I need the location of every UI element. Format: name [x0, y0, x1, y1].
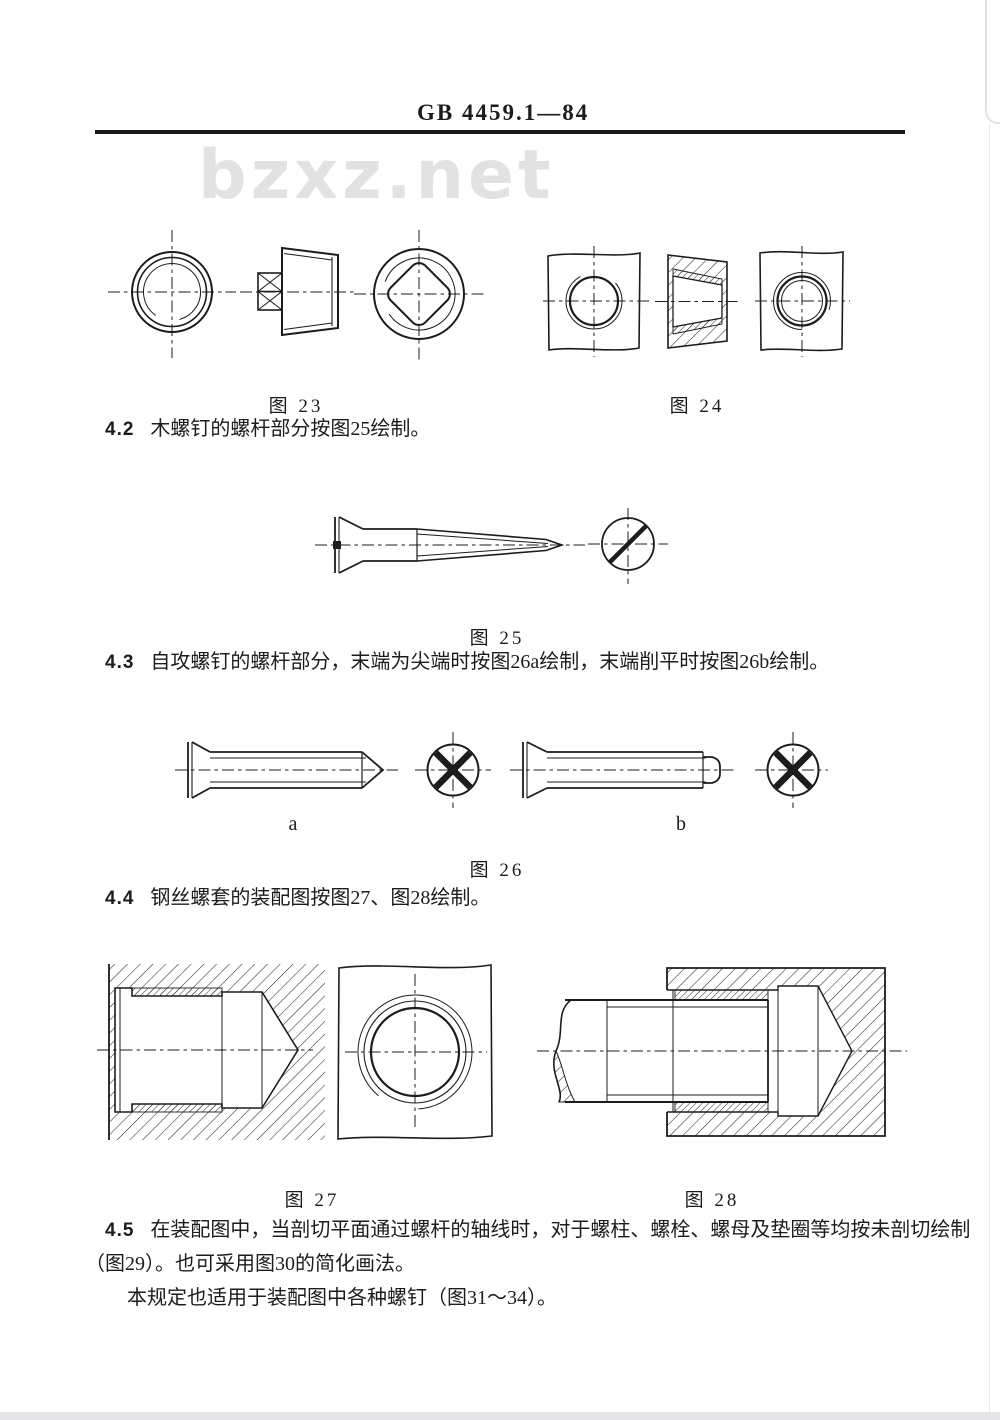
watermark-text: bzxz.net: [198, 136, 555, 215]
fig25-side-view: [315, 516, 585, 574]
section-4-5-line2: （图29）。也可采用图30的简化画法。: [85, 1250, 415, 1278]
header-rule: [95, 130, 905, 134]
figure-26-drawing: [175, 732, 828, 808]
figure-23-caption: 图 23: [268, 396, 324, 417]
page-edge-corner: [985, 0, 1000, 124]
fig28-block: [666, 967, 886, 1137]
viewer-bottom-strip: [0, 1412, 1000, 1420]
figure-24-caption: 图 24: [669, 396, 725, 417]
section-4-3-text: 自攻螺钉的螺杆部分，末端为尖端时按图26a绘制，末端削平时按图26b绘制。: [150, 651, 830, 673]
fig26b-end-view: [755, 732, 828, 808]
fig24-section-view: [655, 254, 740, 349]
figure-25-drawing: [315, 508, 668, 584]
section-4-2: 4.2 木螺钉的螺杆部分按图25绘制。: [105, 415, 430, 444]
section-4-5-text3: 本规定也适用于装配图中各种螺钉（图31～34）。: [127, 1287, 557, 1309]
fig26b-side-view: [510, 741, 735, 799]
page-edge-line: [989, 124, 990, 1412]
figure-24-drawing: [543, 246, 850, 357]
figure-26a-label: a: [288, 813, 298, 835]
section-4-3: 4.3 自攻螺钉的螺杆部分，末端为尖端时按图26a绘制，末端削平时按图26b绘制。: [105, 648, 829, 677]
fig26a-end-view: [415, 732, 491, 808]
figure-23-drawing: [108, 230, 486, 360]
figure-28-drawing: [537, 967, 907, 1137]
figure-28-caption: 图 28: [684, 1190, 740, 1211]
section-4-2-number: 4.2: [105, 419, 135, 440]
section-4-4-text: 钢丝螺套的装配图按图27、图28绘制。: [150, 887, 491, 909]
fig24-right-view: [755, 246, 850, 357]
standard-number: GB 4459.1—84: [417, 100, 590, 125]
section-4-5-line3: 本规定也适用于装配图中各种螺钉（图31～34）。: [127, 1284, 557, 1312]
fig25-end-view: [588, 508, 668, 584]
fig23-back-view: [354, 230, 486, 360]
fig28-stud: [537, 999, 907, 1103]
figure-27-caption: 图 27: [284, 1190, 340, 1211]
section-4-4-number: 4.4: [105, 888, 135, 909]
slot-line: [608, 524, 648, 564]
fig27-front-view: [337, 964, 493, 1140]
fig23-front-view: [108, 230, 236, 358]
section-4-5-line1: 4.5 在装配图中，当剖切平面通过螺杆的轴线时，对于螺柱、螺栓、螺母及垫圈等均按未…: [105, 1216, 970, 1245]
section-4-2-text: 木螺钉的螺杆部分按图25绘制。: [150, 418, 431, 440]
fig23-side-view: [240, 246, 356, 337]
figure-26-caption: 图 26: [469, 860, 525, 881]
fig27-section-view: [97, 964, 325, 1140]
figure-27-drawing: [97, 964, 493, 1140]
fig26a-side-view: [175, 741, 398, 799]
section-4-5-number: 4.5: [105, 1220, 135, 1241]
figure-25-caption: 图 25: [469, 628, 525, 649]
section-4-5-text2: （图29）。也可采用图30的简化画法。: [85, 1253, 415, 1275]
section-4-3-number: 4.3: [105, 652, 135, 673]
fig24-left-view: [543, 246, 653, 357]
figure-26b-label: b: [676, 813, 686, 835]
section-4-5-text1: 在装配图中，当剖切平面通过螺杆的轴线时，对于螺柱、螺栓、螺母及垫圈等均按未剖切绘…: [150, 1219, 971, 1241]
section-4-4: 4.4 钢丝螺套的装配图按图27、图28绘制。: [105, 884, 490, 913]
